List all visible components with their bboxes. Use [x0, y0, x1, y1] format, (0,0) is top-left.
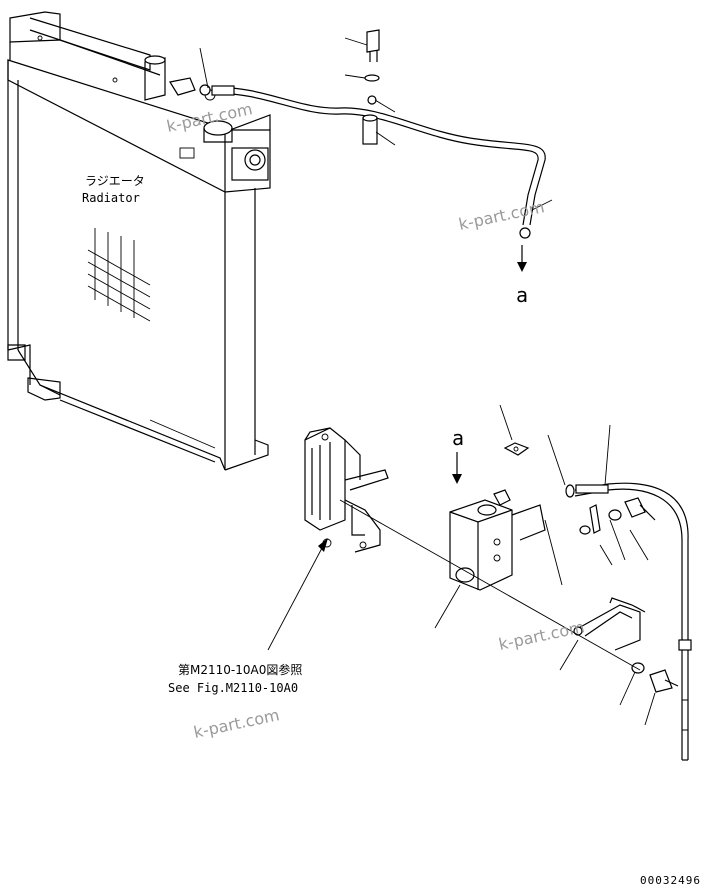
radiator-label-jp: ラジエータ: [85, 174, 145, 188]
mounting-bracket: [304, 427, 389, 553]
clamp-strap: [573, 597, 646, 651]
bolt-stack-top: [362, 29, 380, 145]
leader-lines-top: [199, 37, 553, 211]
reference-arrow-head: [318, 538, 328, 552]
assembly-axis-line: [339, 499, 641, 671]
core-grid: [87, 228, 151, 322]
drawing-number: 00032496: [640, 874, 701, 887]
watermark-4: k-part.com: [192, 705, 281, 742]
arrow-to-a-head: [517, 262, 527, 272]
fasteners-right: [579, 497, 679, 693]
marker-a-top: a: [516, 283, 528, 307]
drain-tube: [565, 482, 692, 761]
tank-cap: [503, 442, 530, 456]
reserve-tank: [449, 489, 546, 591]
reference-note-jp: 第M2110-10A0図参照: [178, 662, 302, 677]
radiator-label-en: Radiator: [82, 191, 140, 205]
overflow-hose: [199, 84, 546, 226]
leader-lines-lower: [267, 404, 656, 726]
hose-end-clip: [519, 227, 531, 239]
reference-note-en: See Fig.M2110-10A0: [168, 681, 298, 695]
watermark-2: k-part.com: [457, 197, 546, 234]
arrow-into-tank-head: [452, 474, 462, 484]
marker-a-tank: a: [452, 426, 464, 450]
radiator: [7, 11, 271, 471]
